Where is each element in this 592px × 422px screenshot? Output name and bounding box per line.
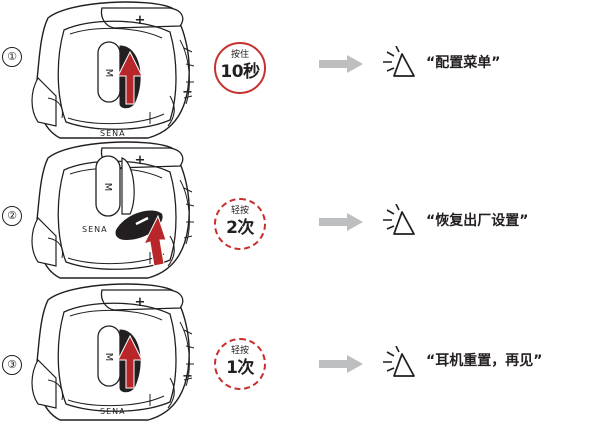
press-count-label: 1次 (226, 358, 254, 378)
brand-label: SENA (100, 407, 126, 416)
brand-label: SENA (82, 225, 108, 234)
headset-device: SENA M (31, 141, 195, 279)
press-count-label: 2次 (226, 218, 254, 238)
press-action-label: 按住 (230, 50, 249, 60)
m-button-label: M (102, 183, 113, 192)
headset-device: SENA − M (31, 283, 195, 421)
minus-symbol: − (182, 369, 193, 384)
press-count-label: 10秒 (220, 62, 260, 82)
speaker-sound-icon (383, 204, 415, 235)
press-duration-badge: 按住 10秒 (214, 42, 266, 94)
press-arrow-icon (117, 50, 143, 105)
voice-prompt: “恢复出厂设置” (426, 213, 529, 229)
press-count-badge: 轻按 2次 (214, 198, 266, 250)
right-arrow-icon (319, 355, 363, 373)
minus-symbol: − (182, 85, 193, 100)
right-arrow-icon (319, 55, 363, 73)
m-button-label: M (103, 69, 114, 78)
press-arrow-icon (143, 214, 167, 267)
voice-prompt: “配置菜单” (426, 55, 501, 71)
press-action-label: 轻按 (230, 206, 249, 216)
headset-device: SENA − M (31, 1, 195, 139)
step-2: ② SENA M 轻按 2次 “恢复出厂设置” (0, 140, 592, 280)
speaker-sound-icon (383, 46, 415, 77)
step-1: ① SENA − M 按住 10秒 “配置菜单” (0, 0, 592, 140)
step-3: ③ SENA − M 轻按 1次 “耳机重置，再见” (0, 282, 592, 422)
right-arrow-icon (319, 213, 363, 231)
voice-prompt: “耳机重置，再见” (426, 353, 543, 369)
brand-label: SENA (100, 129, 126, 138)
speaker-sound-icon (383, 346, 415, 377)
m-button-label: M (103, 353, 114, 362)
press-arrow-icon (117, 334, 143, 389)
press-action-label: 轻按 (230, 346, 249, 356)
step-number: ③ (2, 355, 22, 375)
press-count-badge: 轻按 1次 (214, 338, 266, 390)
step-number: ① (2, 47, 22, 67)
m-button (95, 155, 121, 217)
step-number: ② (2, 206, 22, 226)
